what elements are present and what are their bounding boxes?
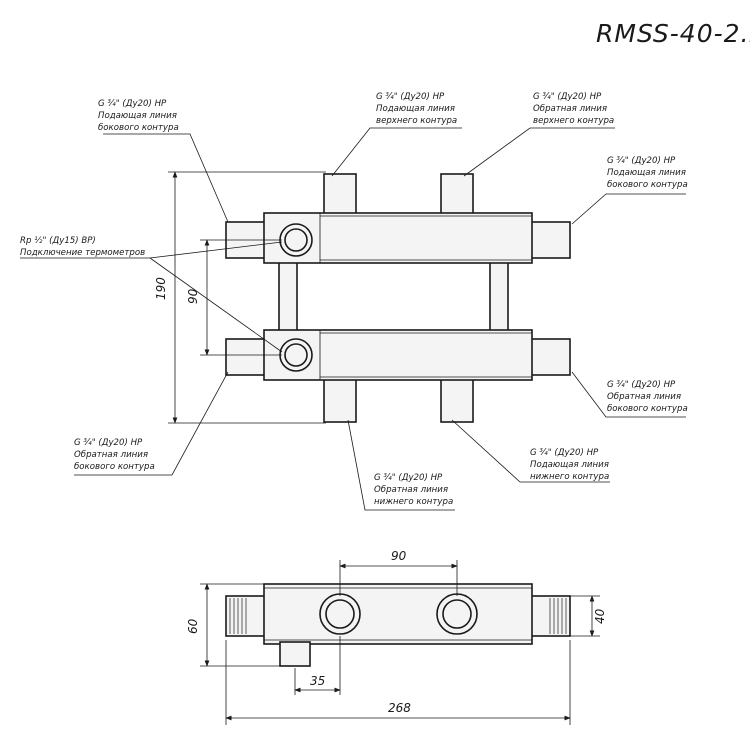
model-title: RMSS-40-2.2 [596,19,750,48]
dim-center-distance: 90 [186,288,200,304]
svg-text:Подающая линия: Подающая линия [530,460,609,470]
dim-overall-height: 190 [154,277,168,300]
svg-text:Подающая линия: Подающая линия [98,111,177,121]
dim-side-width: 40 [593,608,607,624]
svg-text:бокового контура: бокового контура [98,123,179,133]
svg-text:Обратная линия: Обратная линия [607,392,681,402]
svg-text:Rp ½" (Ду15) ВР): Rp ½" (Ду15) ВР) [20,236,96,246]
svg-text:верхнего контура: верхнего контура [533,116,614,126]
annotation-top-center: G ¾" (Ду20) НР Подающая линия верхнего к… [376,92,457,126]
svg-text:G ¾" (Ду20) НР: G ¾" (Ду20) НР [533,92,602,102]
upper-right-side-stub [529,221,571,259]
header-body-top-view [263,583,533,645]
svg-text:верхнего контура: верхнего контура [376,116,457,126]
svg-text:G ¾" (Ду20) НР: G ¾" (Ду20) НР [607,380,676,390]
right-connecting-pipe [489,261,509,333]
thermometer-pocket [279,641,311,667]
bottom-right-outlet [440,377,474,423]
lower-header-body [263,329,533,381]
annotation-left-lower: G ¾" (Ду20) НР Обратная линия бокового к… [74,438,155,472]
annotation-right-lower: G ¾" (Ду20) НР Обратная линия бокового к… [607,380,688,414]
right-thread [549,598,567,634]
annotation-bottom-center: G ¾" (Ду20) НР Обратная линия нижнего ко… [374,473,453,507]
svg-text:G ¾" (Ду20) НР: G ¾" (Ду20) НР [530,448,599,458]
annotation-thermometer: Rp ½" (Ду15) ВР) Подключение термометров [20,236,145,258]
svg-text:бокового контура: бокового контура [607,180,688,190]
svg-text:Подключение термометров: Подключение термометров [20,248,145,258]
dim-side-height: 60 [186,618,200,634]
lower-right-side-stub [529,338,571,376]
top-view [225,583,571,667]
front-dimensions: 190 90 [154,171,326,424]
svg-text:бокового контура: бокового контура [74,462,155,472]
svg-text:Обратная линия: Обратная линия [533,104,607,114]
annotation-bottom-right: G ¾" (Ду20) НР Подающая линия нижнего ко… [530,448,609,482]
top-left-outlet [323,173,357,217]
annotation-right-upper: G ¾" (Ду20) НР Подающая линия бокового к… [607,156,688,190]
svg-text:G ¾" (Ду20) НР: G ¾" (Ду20) НР [98,99,167,109]
annotation-top-left: G ¾" (Ду20) НР Подающая линия бокового к… [98,99,179,133]
svg-text:G ¾" (Ду20) НР: G ¾" (Ду20) НР [374,473,443,483]
svg-text:бокового контура: бокового контура [607,404,688,414]
left-connecting-pipe [278,261,298,333]
svg-text:Обратная линия: Обратная линия [374,485,448,495]
dim-top-spacing: 90 [391,549,407,563]
svg-text:Подающая линия: Подающая линия [376,104,455,114]
svg-text:Обратная линия: Обратная линия [74,450,148,460]
upper-header-body [263,212,533,264]
dim-offset: 35 [310,674,325,688]
dim-overall-length: 268 [388,701,411,715]
front-view [225,173,571,423]
svg-text:G ¾" (Ду20) НР: G ¾" (Ду20) НР [74,438,143,448]
top-view-dimensions: 90 60 40 35 268 [186,549,607,725]
svg-text:G ¾" (Ду20) НР: G ¾" (Ду20) НР [607,156,676,166]
left-thread [229,598,247,634]
svg-text:G ¾" (Ду20) НР: G ¾" (Ду20) НР [376,92,445,102]
top-right-outlet [440,173,474,217]
svg-text:Подающая линия: Подающая линия [607,168,686,178]
lower-left-side-stub [225,338,267,376]
leader-lines [20,127,686,511]
bottom-left-outlet [323,377,357,423]
svg-text:нижнего контура: нижнего контура [530,472,609,482]
svg-text:нижнего контура: нижнего контура [374,497,453,507]
annotation-top-right: G ¾" (Ду20) НР Обратная линия верхнего к… [533,92,614,126]
